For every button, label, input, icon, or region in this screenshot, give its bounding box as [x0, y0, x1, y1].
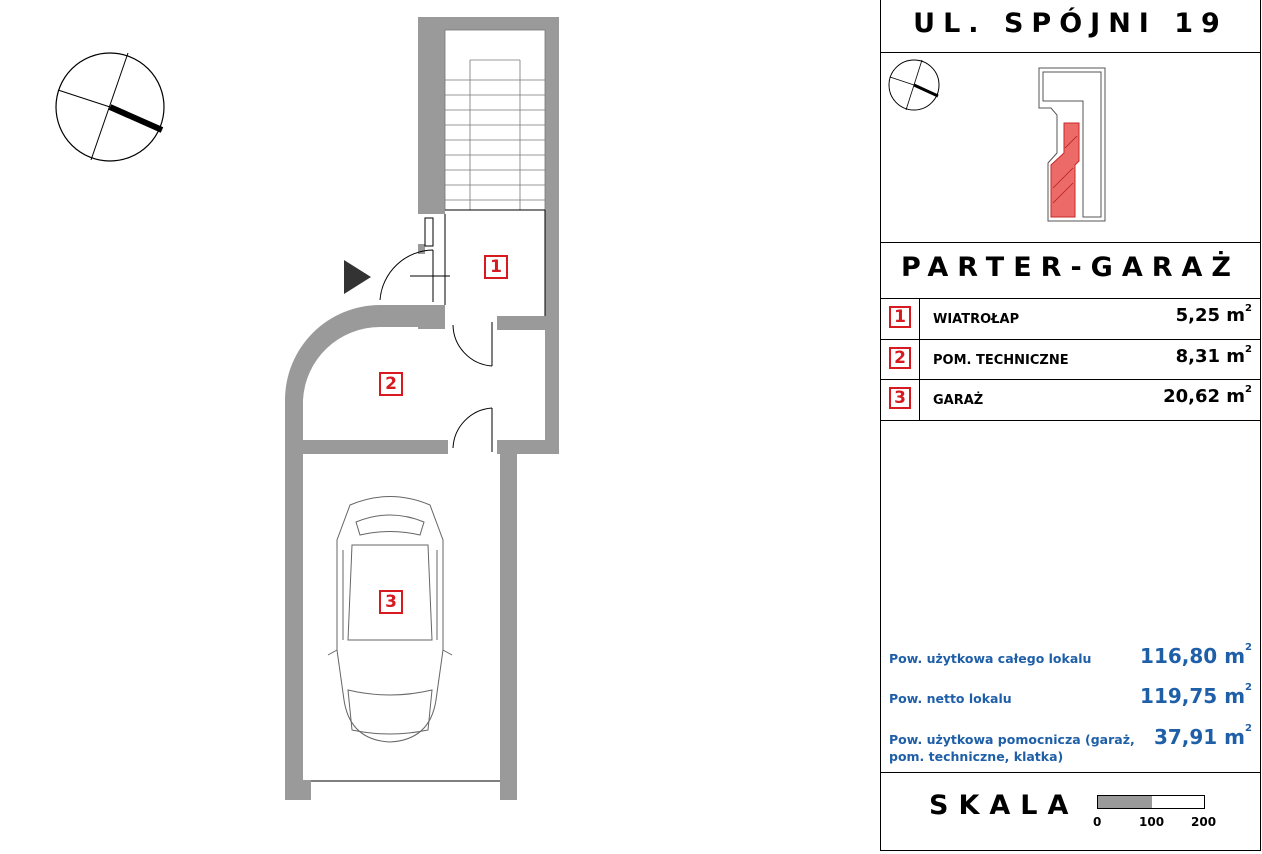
room-area: 5,25 m2: [1175, 303, 1252, 326]
summary-label: Pow. netto lokalu: [889, 691, 1012, 706]
key-plan: [888, 59, 1106, 222]
summary-label: Pow. użytkowa pomocnicza (garaż, pom. te…: [889, 732, 1135, 764]
compass-icon: [888, 59, 940, 111]
doors: [379, 217, 493, 452]
room-tag-2: 2: [379, 372, 403, 396]
summary-value: 37,91 m2: [1153, 723, 1252, 749]
room-area: 8,31 m2: [1175, 344, 1252, 367]
scale-tick-200: 200: [1191, 815, 1217, 829]
scale-tick-100: 100: [1139, 815, 1165, 829]
scale-title: SKALA: [929, 790, 1079, 821]
address-title: UL. SPÓJNI 19: [913, 8, 1228, 39]
car-outline: [327, 496, 453, 743]
room-tag-3: 3: [379, 590, 403, 614]
scale-bar: [1097, 795, 1205, 809]
room-name: GARAŻ: [933, 393, 984, 408]
building-outline: [1038, 67, 1106, 222]
level-title: PARTER-GARAŻ: [901, 252, 1240, 283]
highlighted-unit: [1050, 122, 1080, 218]
stairs: [444, 29, 546, 211]
summary-value: 119,75 m2: [1140, 682, 1252, 708]
floor-plan: [55, 17, 559, 800]
summary-label: Pow. użytkowa całego lokalu: [889, 651, 1092, 666]
info-panel: UL. SPÓJNI 19 PARTER-GARAŻ 1 WIATROŁAP 5…: [880, 0, 1261, 851]
summary-value: 116,80 m2: [1140, 642, 1252, 668]
room-number: 1: [889, 306, 911, 328]
walls: [285, 17, 559, 800]
room-name: WIATROŁAP: [933, 312, 1020, 327]
room-number: 3: [889, 387, 911, 409]
room-area: 20,62 m2: [1163, 384, 1252, 407]
room-row-2: 2 POM. TECHNICZNE 8,31 m2: [881, 340, 1260, 380]
room-row-3: 3 GARAŻ 20,62 m2: [881, 380, 1260, 420]
room-row-1: 1 WIATROŁAP 5,25 m2: [881, 299, 1260, 339]
room-tag-1: 1: [484, 255, 508, 279]
room-number: 2: [889, 347, 911, 369]
room-name: POM. TECHNICZNE: [933, 353, 1069, 368]
scale-tick-0: 0: [1093, 815, 1102, 829]
entrance-arrow-icon: [344, 260, 371, 294]
compass-icon: [55, 52, 165, 162]
